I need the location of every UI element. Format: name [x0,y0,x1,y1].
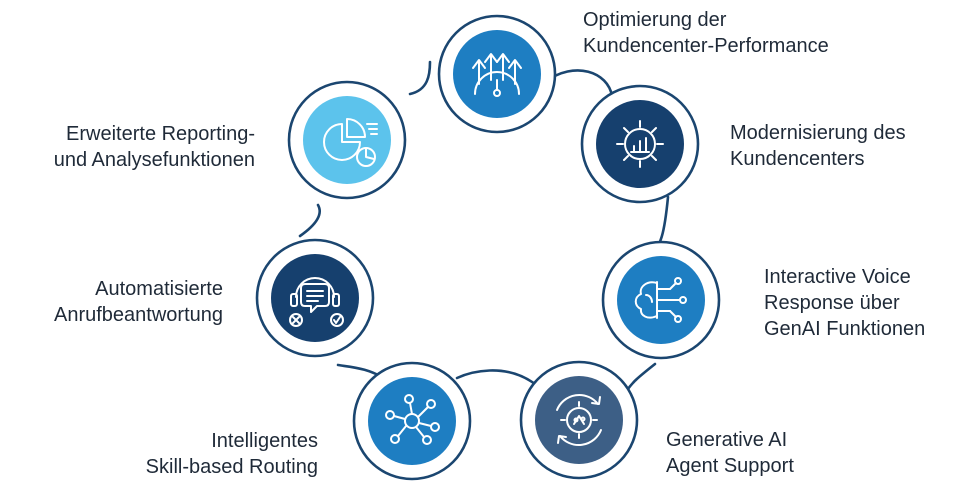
label-line: Kundencenter-Performance [583,35,829,57]
label-line: Interactive Voice [764,266,911,288]
headset-chat-icon [289,277,344,327]
connector-answering-reporting [298,203,321,238]
node-disc [368,377,456,465]
node-agent [519,360,639,480]
label-performance: Optimierung der Kundencenter-Performance [583,7,829,59]
label-line: Anrufbeantwortung [53,304,223,326]
connector-ivr-agent [624,362,657,394]
label-line: Skill-based Routing [145,456,318,478]
label-line: Erweiterte Reporting- [66,123,255,145]
gear-chart-icon [616,120,664,168]
label-answering: Automatisierte Anrufbeantwortung [54,276,223,328]
node-disc [535,376,623,464]
label-routing: Intelligentes Skill-based Routing [146,428,318,480]
label-line: GenAI Funktionen [764,318,926,340]
label-line: Agent Support [666,455,794,477]
label-reporting: Erweiterte Reporting- und Analysefunktio… [54,121,255,173]
label-line: Optimierung der [583,9,727,31]
label-line: Automatisierte [95,278,223,300]
label-line: Generative AI [666,429,788,451]
speedometer-arrows-icon [472,53,522,97]
brain-network-icon [634,277,687,323]
label-line: Kundencenters [730,148,865,170]
node-disc [271,254,359,342]
node-disc [303,96,391,184]
node-modernization [580,84,700,204]
label-line: und Analysefunktionen [53,149,255,171]
node-reporting [287,80,407,200]
label-ivr: Interactive Voice Response über GenAI Fu… [764,264,925,342]
node-performance [437,14,557,134]
node-ivr [601,240,721,360]
label-modernization: Modernisierung des Kundencenters [730,120,906,172]
label-line: Modernisierung des [730,122,906,144]
label-line: Response über [764,292,900,314]
label-line: Intelligentes [211,430,318,452]
label-agent: Generative AI Agent Support [666,427,794,479]
gear-cycle-ai-icon [556,394,602,446]
connector-agent-routing [455,369,537,386]
connector-reporting-performance [408,60,432,96]
node-disc [453,30,541,118]
network-routing-icon [385,394,440,445]
pie-chart-report-icon [323,118,378,167]
node-routing [352,361,472,481]
node-answering [255,238,375,358]
